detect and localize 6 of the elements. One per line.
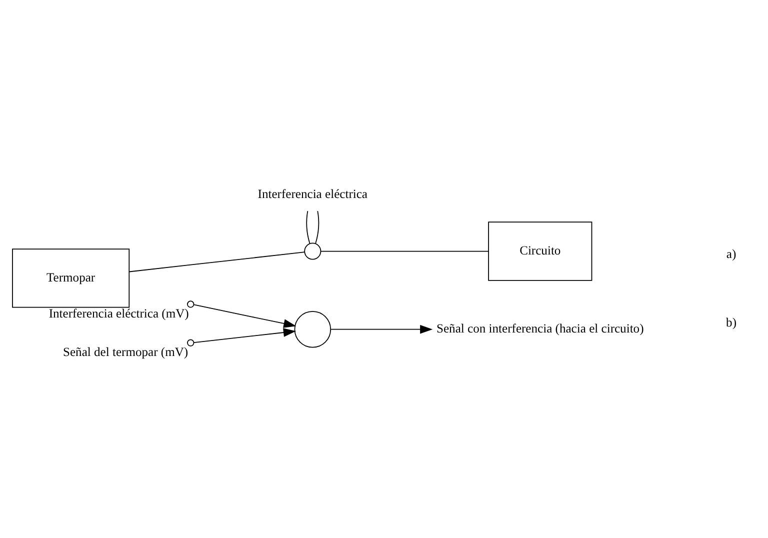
node-label: Interferencia eléctrica (mV) [48, 306, 189, 320]
node-text: Señal con interferencia (hacia el circuito) [436, 322, 644, 336]
node-text: Interferencia eléctrica [258, 187, 368, 202]
node-label: Señal del termopar (mV) [63, 345, 188, 359]
label: b) [726, 315, 737, 330]
label: a) [726, 247, 736, 262]
